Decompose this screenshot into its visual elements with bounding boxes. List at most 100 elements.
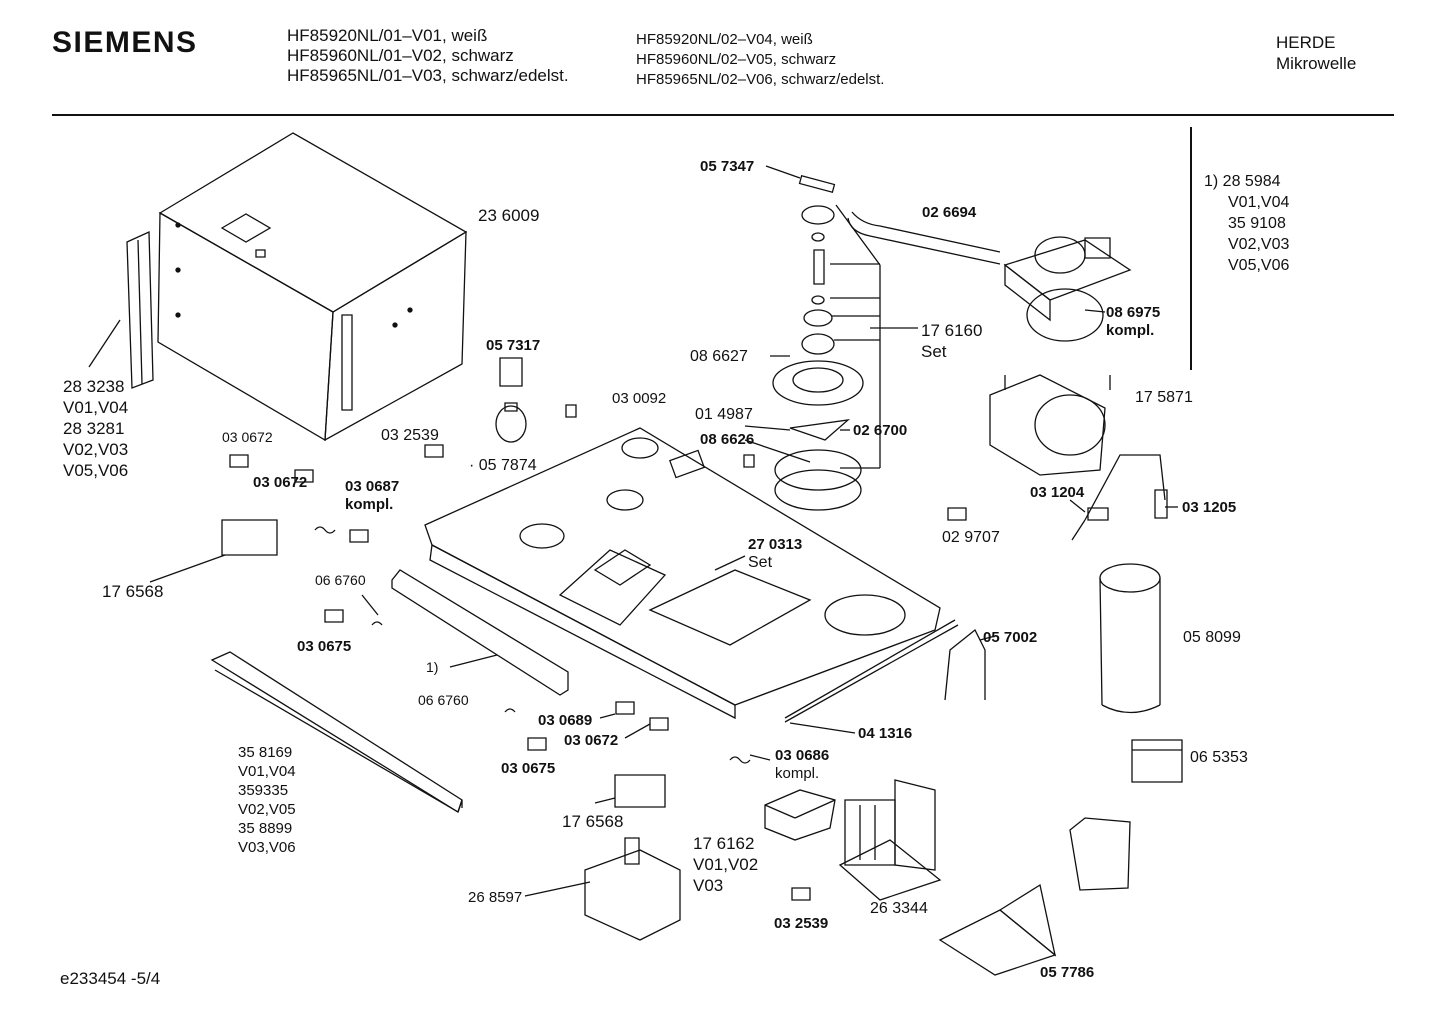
part-label-030687: 03 0687 kompl.: [345, 476, 399, 515]
part-line: 359335: [238, 782, 289, 799]
part-line: 17 6162: [693, 834, 755, 853]
relay-lower-drawing: [595, 775, 665, 807]
transformer-drawing: [840, 780, 940, 900]
side-rail-drawing: [89, 232, 153, 388]
part-line: 17 6160: [921, 321, 983, 340]
model-line: HF85920NL/01–V01, weiß: [287, 26, 488, 45]
strip-drawing: [785, 620, 955, 718]
footnote-line: V01,V04: [1228, 194, 1290, 211]
part-label-283238: 28 3238 V01,V04 28 3281 V02,V03 V05,V06: [63, 376, 128, 481]
part-label-358169: 35 8169 V01,V04 359335 V02,V05 35 8899 V…: [238, 743, 296, 857]
thermal-sensors-drawing: [1072, 455, 1167, 540]
part-label-086627: 08 6627: [690, 348, 748, 365]
document-id: e233454 -5/4: [60, 969, 161, 988]
part-label-057874: · 05 7874: [469, 457, 537, 474]
diode-drawing: [1132, 740, 1182, 782]
base-tray-drawing: [425, 428, 940, 718]
part-label-176160: 17 6160 Set: [921, 320, 982, 362]
part-line: V02,V03: [63, 440, 129, 459]
control-module-drawing: [765, 790, 835, 840]
turntable-stack-drawing: [773, 176, 880, 510]
footnote-line: 35 9108: [1228, 215, 1286, 232]
model-line: HF85965NL/02–V06, schwarz/edelst.: [636, 71, 885, 88]
part-label-057002: 05 7002: [983, 629, 1038, 646]
part-label-031204: 03 1204: [1030, 484, 1085, 501]
part-line: Set: [748, 554, 773, 571]
part-line: 27 0313: [748, 536, 803, 553]
part-line: kompl.: [345, 496, 394, 513]
category-line: Mikrowelle: [1276, 54, 1357, 73]
part-label-057786: 05 7786: [1040, 964, 1095, 981]
fan-housing-drawing: [990, 375, 1110, 475]
part-line: 03 0687: [345, 478, 400, 495]
part-line: 03 0686: [775, 747, 830, 764]
lamp-drawing: [496, 358, 526, 442]
part-line: V03: [693, 876, 724, 895]
capacitor-drawing: [1100, 564, 1160, 713]
model-line: HF85920NL/02–V04, weiß: [636, 31, 813, 48]
relay-upper-drawing: [150, 520, 277, 582]
part-label-263344: 26 3344: [870, 900, 928, 917]
part-line: V02,V05: [238, 801, 296, 818]
footnote-divider: [1190, 127, 1192, 370]
part-label-176568-b: 17 6568: [562, 812, 624, 831]
part-line: V05,V06: [63, 461, 129, 480]
wire-clip-drawing: [945, 630, 985, 700]
model-line: HF85960NL/02–V05, schwarz: [636, 51, 837, 68]
footnote-panel: 1) 28 5984 V01,V04 35 9108 V02,V03 V05,V…: [1204, 171, 1289, 276]
part-label-066760-b: 06 6760: [418, 692, 469, 708]
bottom-bracket-drawing: [940, 818, 1130, 975]
part-label-026694: 02 6694: [922, 204, 977, 221]
part-label-029707: 02 9707: [942, 529, 1000, 546]
model-line: HF85960NL/01–V02, schwarz: [287, 46, 514, 65]
part-label-041316: 04 1316: [858, 725, 913, 742]
part-line: V01,V02: [693, 855, 759, 874]
footnote-line: 1) 28 5984: [1204, 173, 1281, 190]
part-label-176568-a: 17 6568: [102, 582, 164, 601]
part-label-026700: 02 6700: [853, 422, 908, 439]
part-label-030672-b: 03 0672: [253, 474, 308, 491]
part-label-268597: 26 8597: [468, 889, 523, 906]
part-label-065353: 06 5353: [1190, 749, 1248, 766]
part-line: V01,V04: [238, 763, 296, 780]
footnote-line: V05,V06: [1228, 257, 1290, 274]
model-list-left: HF85920NL/01–V01, weiß HF85960NL/01–V02,…: [287, 26, 569, 86]
part-label-057317: 05 7317: [486, 337, 541, 354]
brand-logo: SIEMENS: [52, 26, 198, 59]
model-line: HF85965NL/01–V03, schwarz/edelst.: [287, 66, 569, 85]
part-label-030672-c: 03 0672: [564, 732, 619, 749]
part-label-086975: 08 6975 kompl.: [1106, 302, 1160, 341]
part-line: 28 3238: [63, 377, 125, 396]
header-divider: [52, 114, 1394, 116]
part-label-270313: 27 0313 Set: [748, 534, 802, 573]
part-label-030689: 03 0689: [538, 712, 593, 729]
belt-drawing: [848, 218, 1000, 264]
part-line: V03,V06: [238, 839, 296, 856]
part-label-030092: 03 0092: [612, 390, 667, 407]
footnote-line: V02,V03: [1228, 236, 1290, 253]
motor-drawing: [1005, 237, 1130, 341]
leader-lines: [362, 166, 1178, 760]
part-label-030686: 03 0686 kompl.: [775, 745, 829, 784]
part-label-031205: 03 1205: [1182, 499, 1237, 516]
part-line: V01,V04: [63, 398, 129, 417]
part-line: Set: [921, 342, 947, 361]
part-label-014987: 01 4987: [695, 406, 753, 423]
part-label-086626: 08 6626: [700, 431, 755, 448]
part-line: 08 6975: [1106, 304, 1161, 321]
part-label-058099: 05 8099: [1183, 629, 1241, 646]
part-label-032539-b: 03 2539: [774, 915, 829, 932]
part-line: kompl.: [1106, 322, 1155, 339]
part-label-030675-a: 03 0675: [297, 638, 352, 655]
part-label-032539-a: 03 2539: [381, 427, 439, 444]
magnetron-drawing: [525, 838, 680, 940]
part-label-236009: 23 6009: [478, 206, 540, 225]
part-line: 35 8899: [238, 820, 293, 837]
part-label-176162: 17 6162 V01,V02 V03: [693, 833, 758, 896]
part-line: 28 3281: [63, 419, 125, 438]
part-line: 35 8169: [238, 744, 293, 761]
part-label-066760-a: 06 6760: [315, 572, 366, 588]
door-rail-drawing: [212, 652, 462, 812]
part-label-057347: 05 7347: [700, 158, 755, 175]
